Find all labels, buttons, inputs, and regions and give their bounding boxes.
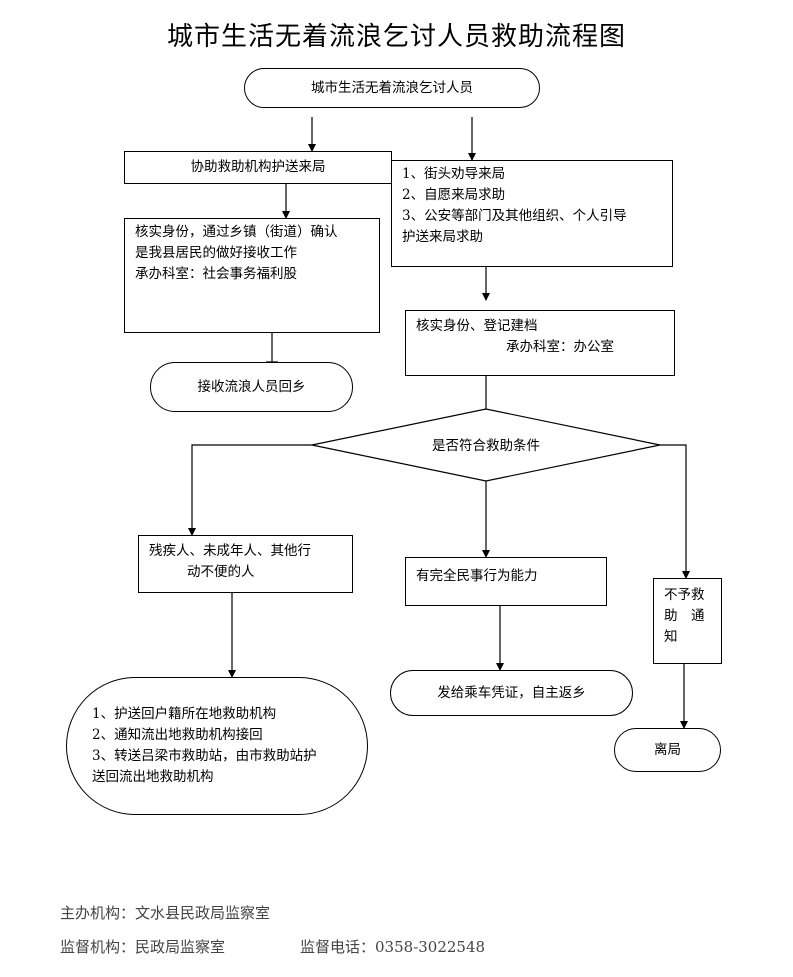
leave-node: 离局	[614, 728, 721, 772]
disabled-action-line: 2、通知流出地救助机构接回	[92, 727, 263, 743]
leave-label: 离局	[654, 741, 681, 758]
page-title: 城市生活无着流浪乞讨人员救助流程图	[166, 22, 626, 52]
footer-supervisor-label: 监督机构：	[60, 938, 136, 956]
footer-phone: 监督电话：0358-3022548	[300, 936, 485, 957]
disabled-action-line: 3、转送吕梁市救助站，由市救助站护	[92, 748, 317, 764]
decision-label: 是否符合救助条件	[432, 438, 540, 454]
channel-line: 护送来局求助	[402, 229, 483, 245]
decision-diamond	[311, 408, 661, 482]
capable-label: 有完全民事行为能力	[416, 568, 538, 584]
assist-escort-label: 协助救助机构护送来局	[190, 159, 326, 175]
footer-host-value: 文水县民政局监察室	[135, 904, 271, 922]
not-eligible-line: 不予救	[664, 587, 705, 603]
footer-supervisor: 监督机构：民政局监察室	[60, 936, 225, 957]
footer-host: 主办机构：文水县民政局监察室	[60, 902, 270, 923]
start-node: 城市生活无着流浪乞讨人员	[244, 68, 540, 108]
left-verify-line: 核实身份，通过乡镇（街道）确认	[135, 224, 338, 240]
disabled-actions-node: 1、护送回户籍所在地救助机构 2、通知流出地救助机构接回 3、转送吕梁市救助站，…	[66, 677, 368, 815]
disabled-line: 动不便的人	[187, 564, 255, 580]
capable-box: 有完全民事行为能力	[405, 557, 607, 606]
channel-line: 2、自愿来局求助	[402, 187, 506, 203]
left-verify-line: 承办科室：社会事务福利股	[135, 266, 297, 282]
channels-box: 1、街头劝导来局 2、自愿来局求助 3、公安等部门及其他组织、个人引导 护送来局…	[391, 160, 673, 267]
not-eligible-line: 助 通	[664, 608, 705, 624]
footer-supervisor-value: 民政局监察室	[135, 938, 226, 956]
line-decision-left	[188, 444, 312, 536]
not-eligible-line: 知	[664, 629, 678, 645]
left-verify-line: 是我县居民的做好接收工作	[135, 245, 297, 261]
verify-office-label: 承办科室：办公室	[506, 339, 614, 355]
return-home-label: 接收流浪人员回乡	[197, 378, 306, 395]
verify-register-box: 核实身份、登记建档 承办科室：办公室	[405, 310, 675, 376]
start-node-label: 城市生活无着流浪乞讨人员	[311, 79, 473, 96]
not-eligible-box: 不予救 助 通 知	[653, 578, 722, 664]
return-home-node: 接收流浪人员回乡	[150, 362, 353, 412]
disabled-line: 残疾人、未成年人、其他行	[149, 543, 311, 559]
channel-line: 1、街头劝导来局	[402, 166, 506, 182]
channel-line: 3、公安等部门及其他组织、个人引导	[402, 208, 627, 224]
footer-phone-label: 监督电话：	[300, 938, 376, 956]
left-verify-box: 核实身份，通过乡镇（街道）确认 是我县居民的做好接收工作 承办科室：社会事务福利…	[124, 218, 380, 333]
assist-escort-box: 协助救助机构护送来局	[124, 151, 392, 184]
footer-host-label: 主办机构：	[60, 904, 136, 922]
ticket-node: 发给乘车凭证，自主返乡	[390, 670, 633, 716]
disabled-action-line: 1、护送回户籍所在地救助机构	[92, 706, 277, 722]
line-decision-right	[660, 444, 690, 579]
footer-phone-value: 0358-3022548	[375, 938, 486, 956]
disabled-box: 残疾人、未成年人、其他行 动不便的人	[138, 535, 353, 593]
verify-register-label: 核实身份、登记建档	[416, 318, 538, 334]
disabled-action-line: 送回流出地救助机构	[92, 769, 214, 785]
ticket-label: 发给乘车凭证，自主返乡	[437, 684, 586, 701]
